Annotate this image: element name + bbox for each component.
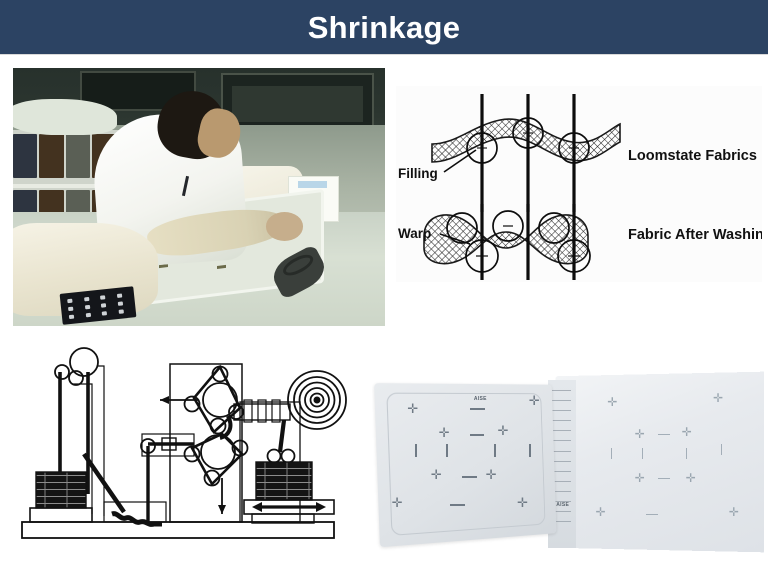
benchmark-dash-mark — [415, 444, 418, 457]
warp-cross-sections-loomstate — [466, 117, 590, 164]
fabric-cross-mark: ✛ — [681, 425, 692, 439]
photo-fabric-bundle-top — [13, 98, 118, 136]
marked-fabric-sample-photo: ✛ ✛ ✛ ✛ ✛ ✛ ✛ ✛ AISE AISE ✛ ✛ ✛ ✛ ✛ ✛ ✛ … — [372, 368, 764, 568]
warp-yarns-loomstate — [480, 94, 576, 212]
weave-crimp-diagram: Filling Warp — [396, 86, 762, 282]
fabric-cross-mark: ✛ — [607, 395, 618, 409]
photo-technician-hand — [265, 212, 304, 241]
shrinkage-tester-machine-drawing — [12, 336, 364, 564]
benchmark-dash-mark — [450, 504, 466, 506]
left-weight-block — [35, 471, 87, 509]
fabric-cross-mark: ✛ — [713, 391, 724, 405]
direction-arrow-down — [218, 478, 226, 514]
fabric-dash-mark — [658, 434, 671, 435]
fabric-dash-mark — [685, 448, 687, 459]
diagram-label-warp: Warp — [398, 226, 431, 241]
diagram-label-fabric-after-washing: Fabric After Washing — [628, 227, 762, 243]
benchmark-dash-mark — [470, 408, 485, 410]
benchmark-cross-mark: ✛ — [438, 425, 450, 440]
diagram-label-loomstate-fabrics: Loomstate Fabrics — [628, 148, 757, 164]
benchmark-dash-mark — [528, 444, 531, 457]
sliding-double-arrow — [252, 502, 326, 512]
right-weight-block — [255, 461, 313, 501]
fabric-cross-mark: ✛ — [685, 471, 696, 485]
benchmark-dash-mark — [446, 444, 449, 457]
title-banner: Shrinkage — [0, 0, 768, 54]
fabric-dash-mark — [646, 514, 659, 515]
warp-leader-line — [439, 233, 471, 245]
benchmark-dash-mark — [470, 434, 484, 436]
template-tag-top: AISE — [473, 396, 487, 402]
benchmark-cross-mark: ✛ — [391, 495, 403, 510]
benchmark-cross-mark: ✛ — [430, 467, 442, 482]
page-title: Shrinkage — [307, 9, 461, 45]
benchmark-cross-mark: ✛ — [517, 495, 528, 510]
fabric-cross-mark: ✛ — [595, 505, 606, 519]
warp-yarns-washed — [480, 204, 576, 280]
template-tag-bottom: AISE — [556, 502, 570, 508]
fabric-cross-mark: ✛ — [728, 505, 739, 519]
fabric-dash-mark — [720, 444, 722, 455]
fabric-dash-mark — [611, 448, 613, 459]
benchmark-cross-mark: ✛ — [407, 401, 419, 416]
fabric-sheet-right — [555, 371, 764, 553]
benchmark-cross-mark: ✛ — [497, 423, 509, 438]
benchmark-dash-mark — [493, 444, 496, 457]
benchmark-cross-mark: ✛ — [485, 467, 497, 482]
lab-technician-measuring-fabric-photo — [13, 68, 385, 326]
spiral-dial — [287, 370, 347, 430]
fabric-dash-mark — [658, 478, 671, 479]
benchmark-dash-mark — [462, 476, 478, 478]
direction-arrow-left — [160, 396, 198, 404]
fabric-cross-mark: ✛ — [634, 427, 645, 441]
fabric-cross-mark: ✛ — [634, 471, 645, 485]
fabric-dash-mark — [642, 448, 644, 459]
filling-leader-line — [443, 149, 477, 173]
warp-cross-sections-washed — [446, 210, 591, 273]
diagram-label-filling: Filling — [398, 166, 438, 181]
benchmark-cross-mark: ✛ — [528, 393, 540, 408]
